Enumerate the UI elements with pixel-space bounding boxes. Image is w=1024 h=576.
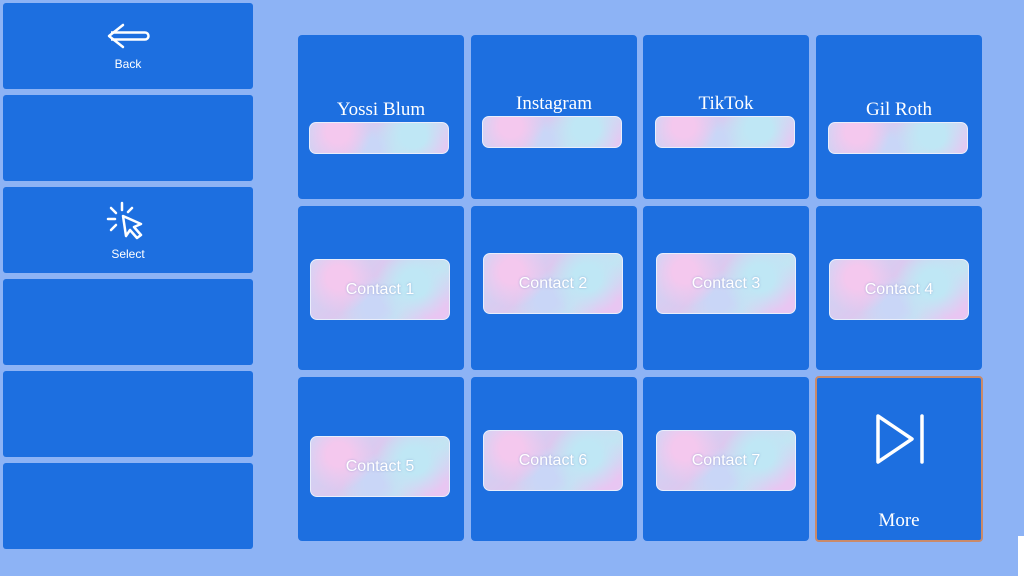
tile-contact-1[interactable]: Contact 1 (298, 206, 464, 370)
sidebar-slot-2[interactable] (3, 95, 253, 181)
tile-contact-3[interactable]: Contact 3 (643, 206, 809, 370)
tile-title: Yossi Blum (336, 99, 426, 120)
tile-contact-5[interactable]: Contact 5 (298, 377, 464, 541)
name-plate (655, 116, 795, 148)
name-plate (482, 116, 622, 148)
contact-plate: Contact 6 (483, 430, 623, 491)
tile-title: Gil Roth (866, 99, 932, 120)
contact-plate: Contact 5 (310, 436, 450, 497)
tile-contact-7[interactable]: Contact 7 (643, 377, 809, 541)
more-button[interactable]: More (815, 376, 983, 542)
skip-next-icon (876, 414, 924, 464)
contact-plate: Contact 1 (310, 259, 450, 320)
select-label: Select (111, 247, 145, 261)
tile-gil-roth[interactable]: Gil Roth (816, 35, 982, 199)
tile-yossi-blum[interactable]: Yossi Blum (298, 35, 464, 199)
tile-title: Instagram (516, 93, 592, 114)
tile-title: TikTok (698, 93, 754, 114)
sidebar-slot-5[interactable] (3, 371, 253, 457)
tile-instagram[interactable]: Instagram (471, 35, 637, 199)
click-pointer-icon (106, 201, 143, 240)
sidebar-slot-6[interactable] (3, 463, 253, 549)
contact-plate: Contact 4 (829, 259, 969, 320)
contact-plate: Contact 7 (656, 430, 796, 491)
tile-tiktok[interactable]: TikTok (643, 35, 809, 199)
sidebar-slot-4[interactable] (3, 279, 253, 365)
contact-plate: Contact 3 (656, 253, 796, 314)
window-edge (1018, 536, 1024, 576)
tile-contact-6[interactable]: Contact 6 (471, 377, 637, 541)
tile-contact-2[interactable]: Contact 2 (471, 206, 637, 370)
tile-contact-4[interactable]: Contact 4 (816, 206, 982, 370)
select-button[interactable]: Select (3, 187, 253, 273)
arrow-left-icon (107, 23, 150, 49)
more-label: More (878, 510, 920, 531)
back-label: Back (114, 57, 142, 71)
name-plate (828, 122, 968, 154)
contact-plate: Contact 2 (483, 253, 623, 314)
name-plate (309, 122, 449, 154)
back-button[interactable]: Back (3, 3, 253, 89)
